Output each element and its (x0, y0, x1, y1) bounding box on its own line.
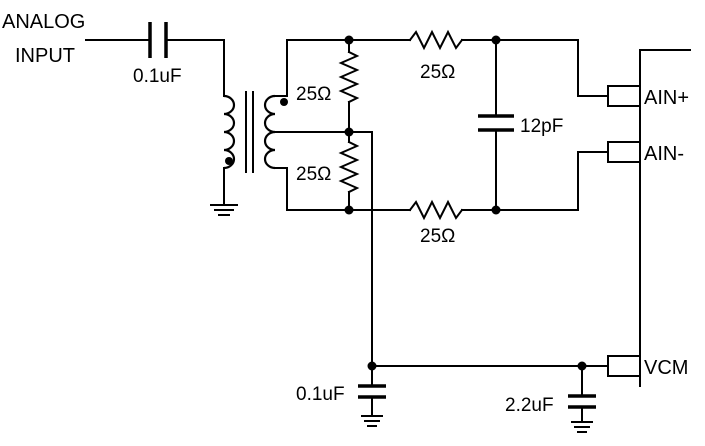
ain-routing (577, 39, 609, 211)
termination-resistor-bottom (338, 131, 360, 211)
center-tap-wire (348, 131, 609, 367)
series-resistor-bottom (408, 199, 579, 221)
vcm-capacitor-right-label: 2.2uF (505, 395, 554, 416)
pin-vcm-label: VCM (644, 357, 688, 379)
junction-dots (344, 35, 587, 371)
vcm-capacitor-left-label: 0.1uF (296, 384, 345, 405)
input-capacitor-label: 0.1uF (133, 66, 182, 87)
pin-ain-minus-label: AIN- (644, 143, 684, 165)
analog-input-label-line2: INPUT (15, 45, 75, 67)
differential-capacitor-label: 12pF (520, 116, 563, 137)
series-resistor-bottom-label: 25Ω (420, 226, 455, 247)
series-resistor-top (408, 29, 579, 51)
vcm-capacitor-left (358, 365, 386, 427)
termination-resistor-top (338, 39, 360, 133)
analog-input-label-line1: ANALOG (2, 11, 85, 33)
pin-ain-minus (607, 141, 641, 163)
series-resistor-top-label: 25Ω (420, 62, 455, 83)
ground-symbol-primary (210, 171, 238, 216)
termination-resistor-bottom-label: 25Ω (296, 164, 331, 185)
pin-ain-plus (607, 85, 641, 107)
transformer (223, 91, 288, 173)
vcm-capacitor-right (568, 365, 596, 433)
termination-resistor-top-label: 25Ω (296, 84, 331, 105)
pin-vcm (607, 355, 641, 377)
input-capacitor (85, 22, 225, 97)
pin-ain-plus-label: AIN+ (644, 87, 689, 109)
differential-capacitor (478, 39, 514, 211)
